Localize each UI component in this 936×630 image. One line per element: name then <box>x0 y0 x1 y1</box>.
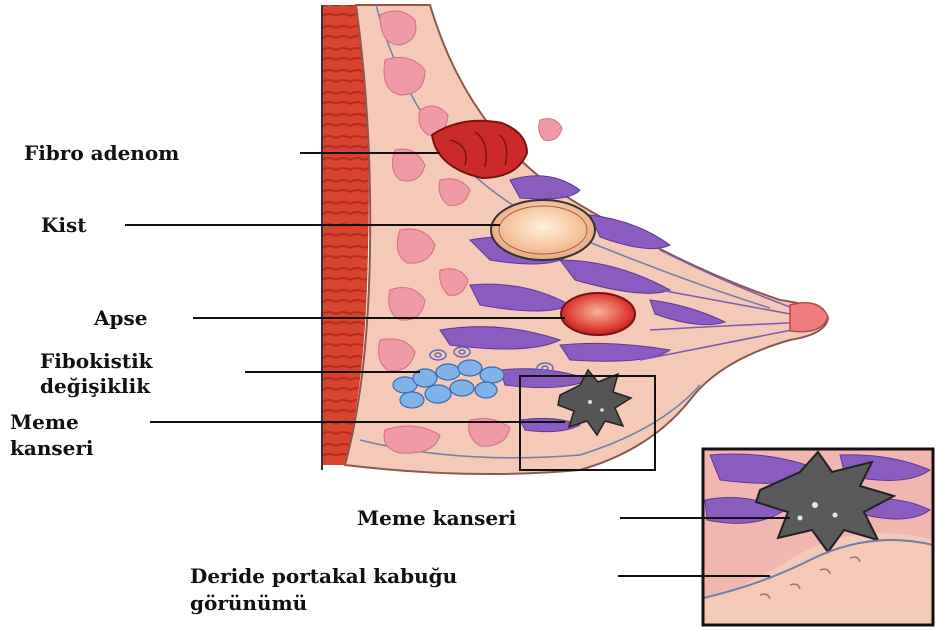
label-fibrocystic-line1: Fibokistik <box>40 348 153 374</box>
label-fibroadenoma: Fibro adenom <box>24 140 179 166</box>
cyst <box>491 200 595 260</box>
inset-magnified-view <box>703 449 933 625</box>
label-orange-peel-line2: görünümü <box>190 590 307 616</box>
abscess <box>561 293 635 335</box>
label-cancer-line2: kanseri <box>10 435 93 461</box>
label-abscess: Apse <box>94 305 148 331</box>
label-orange-peel-line1: Deride portakal kabuğu <box>190 563 457 589</box>
label-cancer-line1: Meme <box>10 409 79 435</box>
label-cyst: Kist <box>41 212 86 238</box>
label-inset-cancer: Meme kanseri <box>357 505 516 531</box>
label-fibrocystic-line2: değişiklik <box>40 373 150 399</box>
